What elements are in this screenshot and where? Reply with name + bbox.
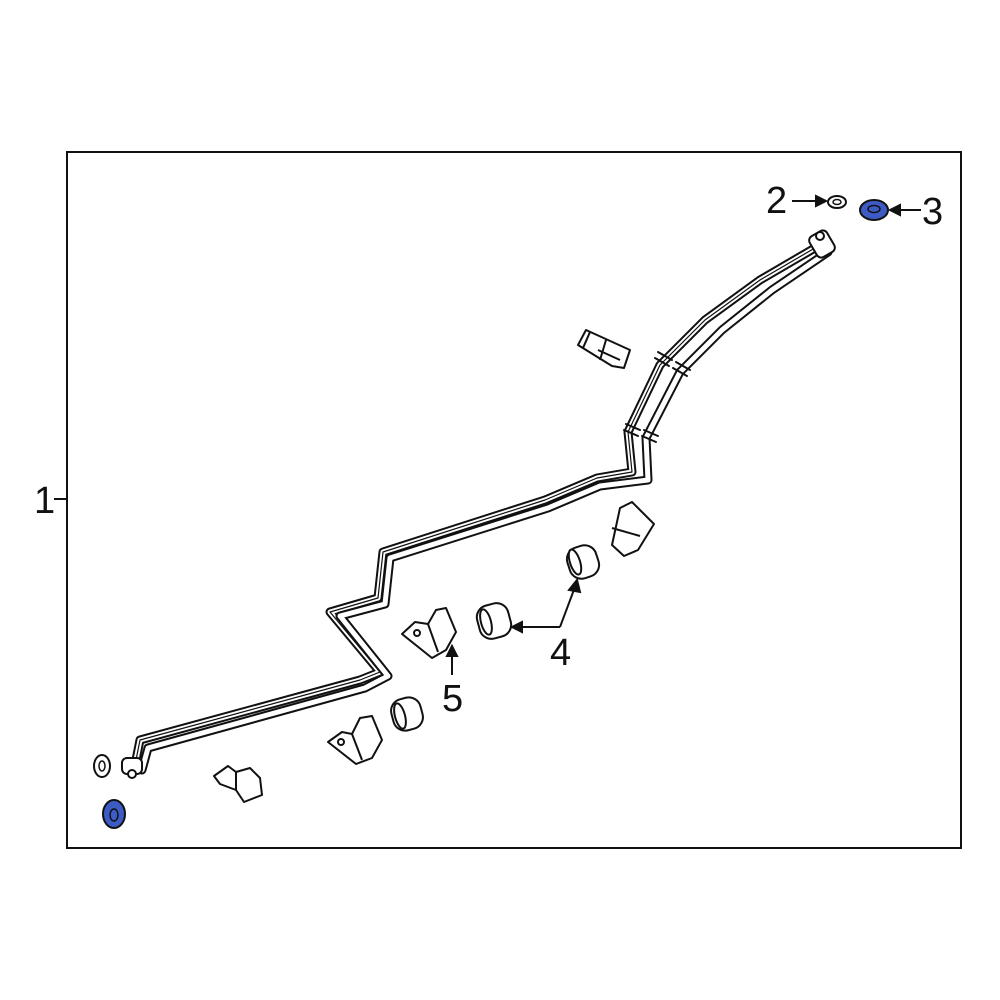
clip-lower[interactable]	[213, 765, 263, 803]
callout-1: 1	[34, 480, 56, 522]
seal-washer-top[interactable]	[827, 195, 847, 209]
insulator-right[interactable]	[564, 542, 602, 582]
clip-upper[interactable]	[577, 329, 631, 369]
seal-highlighted-bottom[interactable]	[102, 799, 126, 829]
insulator-lower[interactable]	[388, 695, 425, 734]
callout-2: 2	[766, 180, 788, 222]
insulator-middle[interactable]	[474, 600, 514, 641]
cooler-line-pipe[interactable]	[121, 229, 837, 779]
bracket-clamp-upper[interactable]	[401, 607, 457, 659]
seal-highlighted-top[interactable]	[859, 199, 889, 221]
bracket-clamp-lower[interactable]	[327, 715, 383, 765]
callout-5: 5	[442, 678, 464, 720]
callout-4: 4	[550, 632, 572, 674]
callout-3: 3	[922, 191, 944, 233]
bracket-right[interactable]	[611, 501, 655, 557]
seal-washer-bottom[interactable]	[93, 754, 111, 778]
